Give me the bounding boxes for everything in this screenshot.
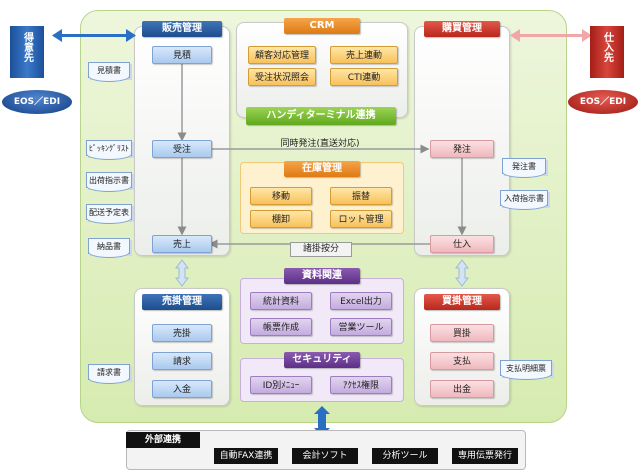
direct-order-label: 同時発注(直送対応) bbox=[280, 139, 360, 149]
ap-payable: 買掛 bbox=[430, 324, 494, 342]
purchase-node: 仕入 bbox=[430, 235, 494, 253]
ar-payment-received: 入金 bbox=[152, 380, 212, 398]
inventory-title: 在庫管理 bbox=[284, 161, 360, 177]
crm-cti-link: CTI連動 bbox=[330, 68, 398, 86]
materials-statistics: 統計資料 bbox=[250, 292, 312, 310]
materials-excel-output: Excel出力 bbox=[330, 292, 392, 310]
ap-title: 買掛管理 bbox=[424, 294, 500, 310]
inventory-lot: ロット管理 bbox=[330, 210, 392, 228]
doc-shipping-instruction: 出荷指示書 bbox=[86, 172, 132, 192]
order-received-node: 受注 bbox=[152, 140, 212, 158]
external-analysis-tool: 分析ツール bbox=[372, 448, 438, 464]
supplier-label: 仕入先 bbox=[601, 32, 613, 62]
ap-disbursement: 出金 bbox=[430, 380, 494, 398]
purchase-order-node: 発注 bbox=[430, 140, 494, 158]
external-auto-fax: 自動FAX連携 bbox=[214, 448, 278, 464]
supplier-eos-edi: EOS／EDI bbox=[568, 90, 638, 114]
handy-terminal-title: ハンディターミナル連携 bbox=[246, 107, 396, 125]
sales-node: 売上 bbox=[152, 235, 212, 253]
inventory-transfer: 振替 bbox=[330, 187, 392, 205]
materials-report-creation: 帳票作成 bbox=[250, 318, 312, 336]
doc-payment-statement: 支払明細票 bbox=[500, 360, 552, 380]
estimate-node: 見積 bbox=[152, 46, 212, 64]
customer-eos-edi: EOS／EDI bbox=[2, 90, 72, 114]
ar-billing: 請求 bbox=[152, 352, 212, 370]
ar-receivable: 売掛 bbox=[152, 324, 212, 342]
doc-invoice: 請求書 bbox=[88, 364, 130, 384]
cost-allocation-label: 諸掛按分 bbox=[290, 242, 352, 257]
ap-payment: 支払 bbox=[430, 352, 494, 370]
crm-order-status: 受注状況照会 bbox=[248, 68, 316, 86]
doc-picking-list: ﾋﾟｯｷﾝｸﾞﾘｽﾄ bbox=[86, 140, 132, 160]
security-id-menu: ID別ﾒﾆｭｰ bbox=[250, 376, 312, 394]
customer-building: 得意先 bbox=[10, 26, 44, 78]
sales-title: 販売管理 bbox=[142, 21, 222, 37]
crm-customer-support: 顧客対応管理 bbox=[248, 46, 316, 64]
security-access-rights: ｱｸｾｽ権限 bbox=[330, 376, 392, 394]
supplier-building: 仕入先 bbox=[590, 26, 624, 78]
external-title: 外部連携 bbox=[126, 432, 200, 448]
external-dedicated-slip: 専用伝票発行 bbox=[452, 448, 518, 464]
external-accounting-software: 会計ソフト bbox=[292, 448, 358, 464]
doc-delivery-schedule: 配送予定表 bbox=[86, 204, 132, 224]
ar-title: 売掛管理 bbox=[142, 294, 222, 310]
crm-title: CRM bbox=[284, 18, 360, 34]
materials-title: 資料関連 bbox=[284, 268, 360, 284]
inventory-stocktake: 棚卸 bbox=[250, 210, 312, 228]
inventory-move: 移動 bbox=[250, 187, 312, 205]
purchase-title: 購買管理 bbox=[424, 21, 500, 37]
customer-label: 得意先 bbox=[21, 32, 33, 62]
doc-estimate: 見積書 bbox=[88, 62, 130, 82]
doc-delivery-note: 納品書 bbox=[88, 238, 130, 258]
security-title: セキュリティ bbox=[284, 352, 360, 368]
crm-sales-link: 売上連動 bbox=[330, 46, 398, 64]
doc-receiving-instruction: 入荷指示書 bbox=[500, 190, 548, 210]
materials-sales-tools: 営業ツール bbox=[330, 318, 392, 336]
doc-purchase-order: 発注書 bbox=[502, 158, 546, 178]
